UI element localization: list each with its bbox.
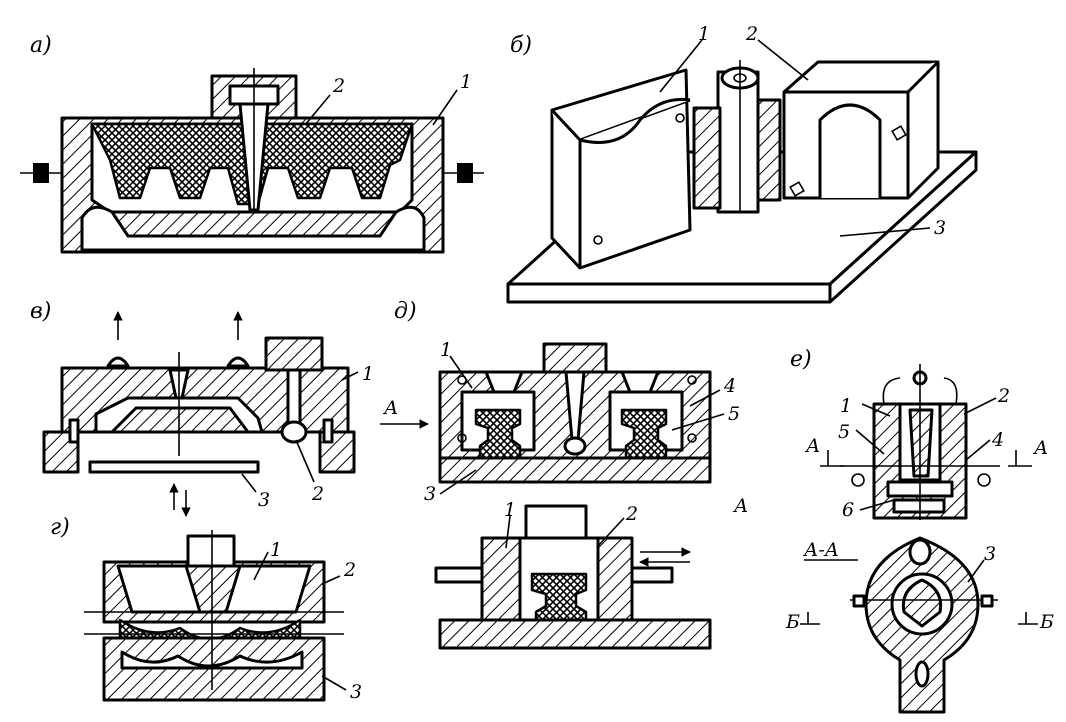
panel-b-callout-2: 2 <box>745 23 758 45</box>
panel-g-callout-2: 2 <box>343 559 356 581</box>
panel-d-callout-4: 4 <box>723 375 736 397</box>
panel-b-callout-3: 3 <box>934 217 946 239</box>
panel-d-callout-1: 1 <box>440 339 452 361</box>
panel-d-sprue-cup <box>542 342 608 374</box>
panel-a-callout-1: 1 <box>460 71 472 93</box>
panel-e-label: е) <box>790 347 812 372</box>
panel-g: г) 1 2 3 <box>50 515 362 703</box>
panel-d-view-arrow-label: А <box>382 397 398 419</box>
panel-a-pin-left <box>33 163 49 183</box>
panel-a-pin-right <box>457 163 473 183</box>
panel-g-label: г) <box>50 515 70 540</box>
panel-b: б) 1 2 3 <box>506 23 978 304</box>
panel-e-callout-2: 2 <box>997 385 1010 407</box>
panel-g-callout-3: 3 <box>350 681 362 703</box>
panel-d-lower-base <box>438 618 712 650</box>
panel-e: е) А А 1 2 4 5 6 А-А <box>785 347 1054 714</box>
panel-v-sprue-cup <box>264 336 324 372</box>
panel-v-bottom-plate <box>88 460 260 474</box>
panel-a-label: а) <box>30 33 52 58</box>
panel-e-section-mark-b-right: Б <box>1039 611 1054 633</box>
panel-d-callout-2b: 2 <box>625 503 638 525</box>
panel-d-base <box>438 456 712 484</box>
panel-g-sprue <box>186 534 236 568</box>
panel-e-section-mark-right: А <box>1032 437 1048 459</box>
panel-b-label: б) <box>510 33 532 58</box>
panel-v-callout-3: 3 <box>258 489 270 511</box>
panel-d: д) А 1 4 5 3 А <box>380 299 748 650</box>
panel-e-callout-4: 4 <box>991 429 1004 451</box>
panel-b-hinge <box>716 70 760 214</box>
panel-v: в) 1 3 2 <box>30 299 374 517</box>
panel-e-section-title: А-А <box>802 539 839 561</box>
panel-b-callout-1: 1 <box>698 23 710 45</box>
panel-d-label: д) <box>394 299 417 324</box>
panel-v-core <box>110 406 250 434</box>
panel-g-callout-1: 1 <box>270 539 282 561</box>
panel-v-label: в) <box>30 299 51 324</box>
panel-a-bottom-channel <box>80 205 426 252</box>
panel-e-callout-5: 5 <box>838 421 850 443</box>
panel-e-section-mark-b-left: Б <box>785 611 800 633</box>
panel-d-view-letter: А <box>732 495 748 517</box>
panel-b-left-half <box>550 68 692 270</box>
panel-e-callout-3: 3 <box>984 543 996 565</box>
panel-e-section-mark-left: А <box>804 435 820 457</box>
panel-d-callout-1b: 1 <box>504 499 516 521</box>
panel-a: а) 2 1 <box>20 33 484 254</box>
panel-d-lower-sprue <box>524 504 588 540</box>
panel-v-callout-1: 1 <box>362 363 374 385</box>
panel-v-callout-2: 2 <box>311 483 324 505</box>
panel-d-callout-5: 5 <box>728 403 740 425</box>
panel-e-callout-6: 6 <box>842 499 854 521</box>
panel-d-callout-3: 3 <box>424 483 436 505</box>
panel-e-callout-1: 1 <box>840 395 852 417</box>
panel-a-callout-2: 2 <box>332 75 345 97</box>
